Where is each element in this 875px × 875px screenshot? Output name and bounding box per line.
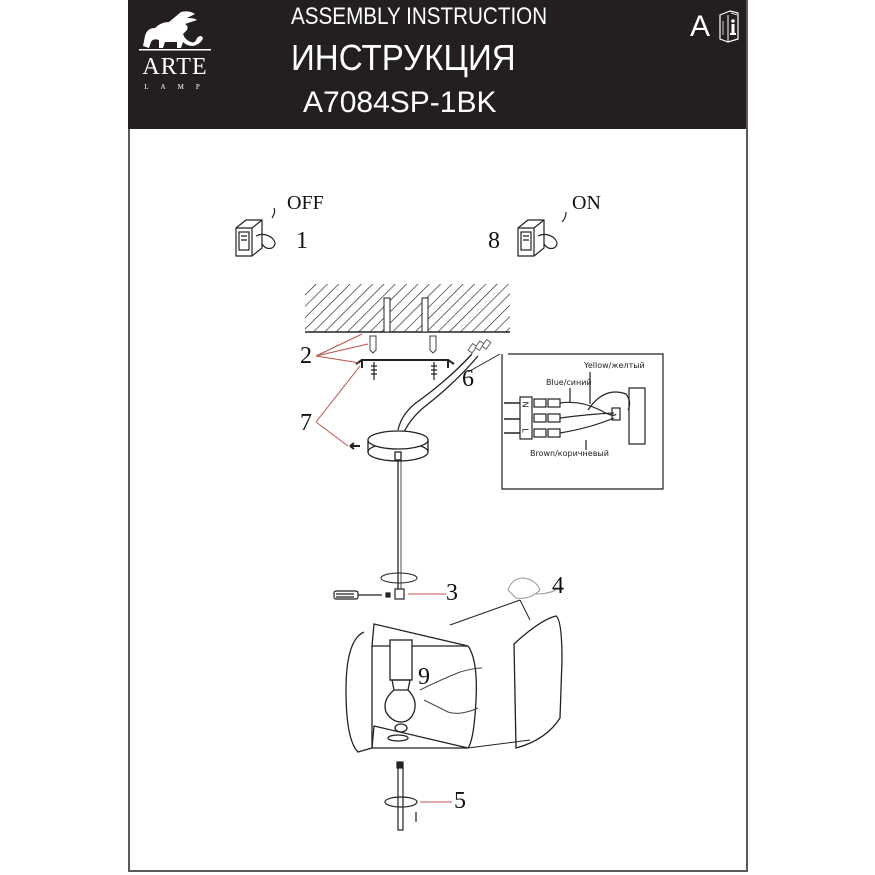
step-9: 9	[418, 664, 430, 690]
mounting-bracket	[355, 359, 455, 368]
wire-brown-label: Brown/коричневый	[530, 449, 609, 458]
winged-lion-icon	[139, 11, 211, 51]
brand-name: ARTE	[142, 54, 208, 80]
header-bar	[128, 0, 746, 129]
threaded-rod	[384, 761, 418, 831]
switch-off-icon	[235, 207, 276, 257]
wiring-detail	[501, 353, 664, 490]
wire-yellow-label: Yellow/желтый	[584, 361, 645, 370]
ceiling-hatch	[305, 284, 510, 332]
step-2: 2	[300, 343, 312, 369]
brand-sub: LAMP	[144, 83, 212, 91]
step-7: 7	[300, 410, 312, 436]
side-panel	[513, 615, 563, 749]
terminal-l: L	[520, 428, 530, 433]
lamp-shade	[345, 623, 477, 753]
terminal-n: N	[520, 401, 530, 408]
off-label: OFF	[287, 192, 324, 214]
title-en: ASSEMBLY INSTRUCTION	[291, 3, 548, 30]
canopy	[367, 430, 429, 462]
model-number: A7084SP-1BK	[303, 86, 497, 119]
step-1: 1	[296, 228, 308, 254]
switch-on-icon	[517, 211, 567, 257]
page-frame	[128, 0, 748, 872]
language-mark: A	[690, 10, 711, 43]
on-label: ON	[572, 192, 601, 214]
step-3: 3	[446, 580, 458, 606]
step-5: 5	[454, 788, 466, 814]
step-4: 4	[552, 573, 564, 599]
wire-blue-label: Blue/синий	[546, 378, 592, 387]
screwdriver-icon	[333, 588, 405, 600]
title-ru: ИНСТРУКЦИЯ	[291, 37, 516, 78]
info-book-icon	[719, 10, 739, 43]
brand-logo: ARTE LAMP	[135, 8, 215, 108]
step-6: 6	[462, 366, 474, 392]
step-8: 8	[488, 228, 500, 254]
